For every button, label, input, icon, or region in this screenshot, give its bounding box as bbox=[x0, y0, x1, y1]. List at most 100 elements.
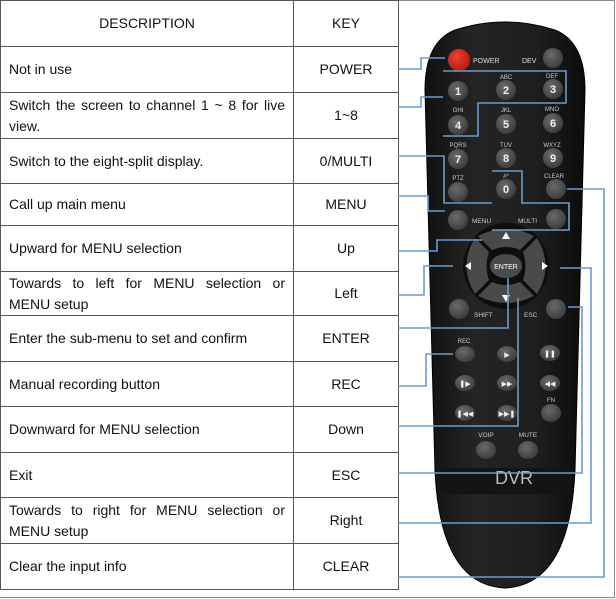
shift-button bbox=[449, 299, 469, 319]
up-button bbox=[478, 229, 534, 250]
enter-button bbox=[490, 254, 522, 278]
row-description: Downward for MENU selection bbox=[0, 406, 294, 453]
ptz-button bbox=[448, 182, 468, 202]
down-button bbox=[478, 282, 534, 303]
row-key: 0/MULTI bbox=[293, 138, 399, 184]
voip-label: VOIP bbox=[478, 432, 494, 439]
table-row: Clear the input info CLEAR bbox=[0, 543, 399, 590]
prev-icon: ❚◀◀ bbox=[457, 410, 474, 418]
pause-icon: ❚❚ bbox=[544, 350, 556, 358]
svg-text:#*: #* bbox=[503, 174, 509, 180]
svg-text:ABC: ABC bbox=[500, 75, 513, 81]
svg-text:PTZ: PTZ bbox=[452, 176, 464, 182]
svg-text:3: 3 bbox=[550, 84, 556, 96]
row-description: Manual recording button bbox=[0, 361, 294, 407]
step-button bbox=[455, 375, 475, 391]
right-arrow-icon bbox=[542, 262, 548, 270]
menu-label: MENU bbox=[472, 218, 491, 225]
row-key: CLEAR bbox=[293, 543, 399, 590]
fast-forward-button bbox=[497, 375, 517, 391]
row-key: REC bbox=[293, 361, 399, 407]
svg-text:9: 9 bbox=[550, 153, 556, 165]
row-description: Call up main menu bbox=[0, 183, 294, 226]
row-key: MENU bbox=[293, 183, 399, 226]
rec-button bbox=[455, 346, 475, 362]
table-header-row: DESCRIPTION KEY bbox=[0, 0, 399, 47]
row-key: Left bbox=[293, 271, 399, 316]
table-row: Exit ESC bbox=[0, 452, 399, 498]
play-button bbox=[497, 346, 517, 362]
svg-text:4: 4 bbox=[455, 120, 462, 132]
fast-forward-icon: ▶▶ bbox=[502, 381, 513, 388]
svg-text:JKL: JKL bbox=[501, 108, 512, 114]
row-key: Up bbox=[293, 225, 399, 272]
row-description: Enter the sub-menu to set and confirm bbox=[0, 315, 294, 362]
right-button bbox=[523, 238, 546, 294]
table-row: Enter the sub-menu to set and confirm EN… bbox=[0, 315, 399, 362]
dev-label: DEV bbox=[522, 58, 537, 65]
rewind-button bbox=[540, 375, 560, 391]
multi-button bbox=[546, 209, 566, 229]
mute-label: MUTE bbox=[519, 432, 538, 439]
step-icon: ❚▶ bbox=[459, 380, 471, 388]
svg-text:MNO: MNO bbox=[545, 107, 559, 113]
menu-button bbox=[448, 210, 468, 230]
svg-text:TUV: TUV bbox=[500, 143, 512, 149]
table-row: Call up main menu MENU bbox=[0, 183, 399, 226]
table-row: Manual recording button REC bbox=[0, 361, 399, 407]
row-description: Switch to the eight-split display. bbox=[0, 138, 294, 184]
svg-text:1: 1 bbox=[455, 86, 461, 98]
svg-text:CLEAR: CLEAR bbox=[544, 174, 565, 180]
svg-text:PQRS: PQRS bbox=[449, 143, 466, 149]
row-key: ESC bbox=[293, 452, 399, 498]
row-description: Towards to right for MENU selection or M… bbox=[0, 497, 294, 544]
svg-text:2: 2 bbox=[503, 85, 509, 97]
clear-button bbox=[546, 179, 566, 199]
voip-button bbox=[476, 441, 496, 459]
pause-button bbox=[540, 345, 560, 361]
shift-label: SHIFT bbox=[474, 312, 493, 319]
left-button bbox=[466, 238, 489, 294]
power-button bbox=[448, 49, 470, 71]
enter-label: ENTER bbox=[494, 264, 518, 271]
svg-text:WXYZ: WXYZ bbox=[543, 143, 561, 149]
row-description: Upward for MENU selection bbox=[0, 225, 294, 272]
digit-buttons bbox=[448, 79, 566, 202]
callout-lines bbox=[398, 57, 605, 578]
svg-text:GHI: GHI bbox=[453, 108, 464, 114]
fn-button bbox=[541, 404, 561, 422]
key-description-table: DESCRIPTION KEY Not in use POWER Switch … bbox=[0, 0, 399, 590]
header-description: DESCRIPTION bbox=[0, 0, 294, 47]
prev-button bbox=[455, 405, 475, 421]
row-description: Clear the input info bbox=[0, 543, 294, 590]
dev-button bbox=[543, 48, 563, 68]
fn-label: FN bbox=[547, 398, 555, 404]
table-row: Towards to right for MENU selection or M… bbox=[0, 497, 399, 544]
table-row: Upward for MENU selection Up bbox=[0, 225, 399, 272]
multi-label: MULTI bbox=[518, 218, 537, 225]
next-icon: ▶▶❚ bbox=[499, 410, 516, 418]
row-key: POWER bbox=[293, 46, 399, 93]
svg-text:6: 6 bbox=[550, 118, 556, 130]
svg-text:7: 7 bbox=[455, 154, 461, 166]
svg-text:0: 0 bbox=[503, 184, 509, 196]
table-row: Towards to left for MENU selection or ME… bbox=[0, 271, 399, 316]
play-icon: ▶ bbox=[504, 352, 510, 359]
next-button bbox=[497, 405, 517, 421]
row-description: Exit bbox=[0, 452, 294, 498]
table-row: Switch to the eight-split display. 0/MUL… bbox=[0, 138, 399, 184]
power-label: POWER bbox=[473, 58, 499, 65]
dpad: ENTER bbox=[463, 223, 549, 309]
row-description: Switch the screen to channel 1 ~ 8 for l… bbox=[0, 92, 294, 139]
svg-text:8: 8 bbox=[503, 153, 509, 165]
svg-text:5: 5 bbox=[503, 119, 509, 131]
rewind-icon: ◀◀ bbox=[545, 381, 556, 388]
up-arrow-icon bbox=[502, 232, 510, 239]
mute-button bbox=[518, 441, 538, 459]
left-arrow-icon bbox=[465, 262, 471, 270]
row-description: Towards to left for MENU selection or ME… bbox=[0, 271, 294, 316]
rec-label: REC bbox=[458, 339, 471, 345]
header-key: KEY bbox=[293, 0, 399, 47]
esc-button bbox=[546, 299, 566, 319]
